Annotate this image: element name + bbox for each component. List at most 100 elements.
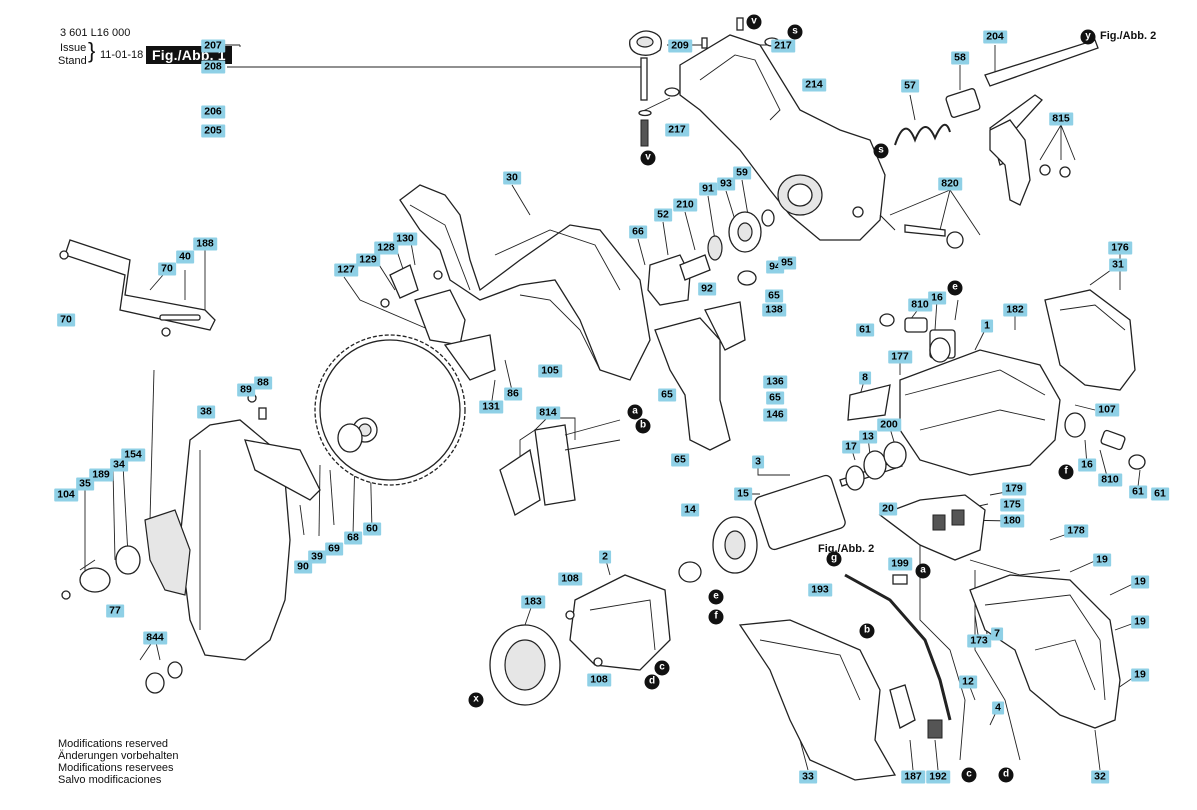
- part-label: 15: [734, 487, 752, 501]
- part-label: 30: [503, 171, 521, 185]
- figure-ref-top: Fig./Abb. 2: [1100, 30, 1157, 42]
- part-label: 2: [599, 550, 611, 564]
- connector-marker: s: [787, 24, 803, 40]
- connector-marker: c: [654, 660, 670, 676]
- part-label: 844: [143, 631, 167, 645]
- issue-label: Issue: [60, 42, 87, 54]
- part-label: 16: [928, 291, 946, 305]
- part-label: 129: [356, 253, 380, 267]
- connector-marker: f: [1058, 464, 1074, 480]
- issue-date: 11-01-18: [100, 49, 144, 61]
- part-label: 178: [1064, 524, 1088, 538]
- part-label: 104: [54, 488, 78, 502]
- part-label: 7: [991, 627, 1003, 641]
- part-label: 69: [325, 542, 343, 556]
- part-label: 70: [158, 262, 176, 276]
- clamp-knob-207: [629, 30, 663, 56]
- part-label: 91: [699, 182, 717, 196]
- part-label: 814: [536, 406, 560, 420]
- part-label: 810: [908, 298, 932, 312]
- part-label: 39: [308, 550, 326, 564]
- connector-marker: y: [1080, 29, 1096, 45]
- part-label: 189: [89, 468, 113, 482]
- part-label: 68: [344, 531, 362, 545]
- part-label: 19: [1093, 553, 1111, 567]
- part-label: 175: [1000, 498, 1024, 512]
- connector-marker: x: [468, 692, 484, 708]
- footer-line: Salvo modificaciones: [58, 774, 162, 786]
- spring-57: [894, 123, 951, 146]
- brush-187: [889, 684, 916, 729]
- part-label: 1: [981, 319, 993, 333]
- part-label: 205: [201, 124, 225, 138]
- nut-844: [145, 661, 183, 694]
- plate-35: [79, 567, 111, 593]
- part-label: 179: [1002, 482, 1026, 496]
- part-label: 176: [1108, 241, 1132, 255]
- part-label: 19: [1131, 615, 1149, 629]
- part-label: 810: [1098, 473, 1122, 487]
- part-label: 127: [334, 263, 358, 277]
- handle-housing-32: [969, 574, 1121, 729]
- latch-815: [989, 119, 1071, 206]
- ring-217a: [664, 87, 680, 97]
- part-label: 108: [587, 673, 611, 687]
- screw-108a: [565, 610, 575, 620]
- part-label: 173: [967, 634, 991, 648]
- connector-marker: s: [873, 143, 889, 159]
- footer-notes: Modifications reserved Änderungen vorbeh…: [58, 738, 178, 786]
- part-label: 13: [859, 430, 877, 444]
- part-label: 95: [778, 256, 796, 270]
- spindle-gear: [647, 209, 775, 306]
- holder-810b: [1100, 429, 1126, 451]
- part-label: 192: [926, 770, 950, 784]
- screw-88: [258, 407, 267, 420]
- part-label: 66: [629, 225, 647, 239]
- connector-marker: a: [915, 563, 931, 579]
- part-label: 20: [879, 502, 897, 516]
- part-label: 16: [1078, 458, 1096, 472]
- part-label: 92: [698, 282, 716, 296]
- part-label: 138: [762, 303, 786, 317]
- part-label: 38: [197, 405, 215, 419]
- washer-206: [638, 109, 652, 117]
- footer-line: Modifications reserved: [58, 738, 169, 750]
- connector-marker: g: [826, 551, 842, 567]
- part-label: 209: [668, 39, 692, 53]
- part-label: 187: [901, 770, 925, 784]
- part-label: 65: [671, 453, 689, 467]
- part-label: 183: [521, 595, 545, 609]
- flange-68: [337, 423, 363, 453]
- stator-2: [569, 574, 671, 671]
- connector-marker: d: [644, 674, 660, 690]
- part-label: 61: [856, 323, 874, 337]
- part-label: 820: [938, 177, 962, 191]
- arm-214: [679, 34, 886, 241]
- part-label: 59: [733, 166, 751, 180]
- screw-209: [701, 37, 708, 49]
- part-label: 131: [479, 400, 503, 414]
- screw-108b: [593, 657, 603, 667]
- plate-8: [847, 384, 891, 421]
- part-label: 90: [294, 560, 312, 574]
- plate-39: [244, 439, 321, 501]
- part-label: 177: [888, 350, 912, 364]
- part-label: 200: [877, 418, 901, 432]
- part-label: 193: [808, 583, 832, 597]
- stand-label: Stand: [58, 55, 87, 67]
- connector-marker: e: [708, 589, 724, 605]
- part-label: 77: [106, 604, 124, 618]
- cable-193: [844, 540, 1021, 761]
- part-label: 208: [201, 60, 225, 74]
- connector-marker: b: [635, 418, 651, 434]
- part-label: 57: [901, 79, 919, 93]
- saw-blade: [314, 334, 466, 486]
- part-label: 65: [766, 391, 784, 405]
- part-label: 60: [363, 522, 381, 536]
- part-label: 154: [121, 448, 145, 462]
- part-label: 93: [717, 177, 735, 191]
- part-label: 89: [237, 383, 255, 397]
- part-label: 108: [558, 572, 582, 586]
- handle-shell-33: [738, 619, 897, 781]
- part-label: 146: [763, 408, 787, 422]
